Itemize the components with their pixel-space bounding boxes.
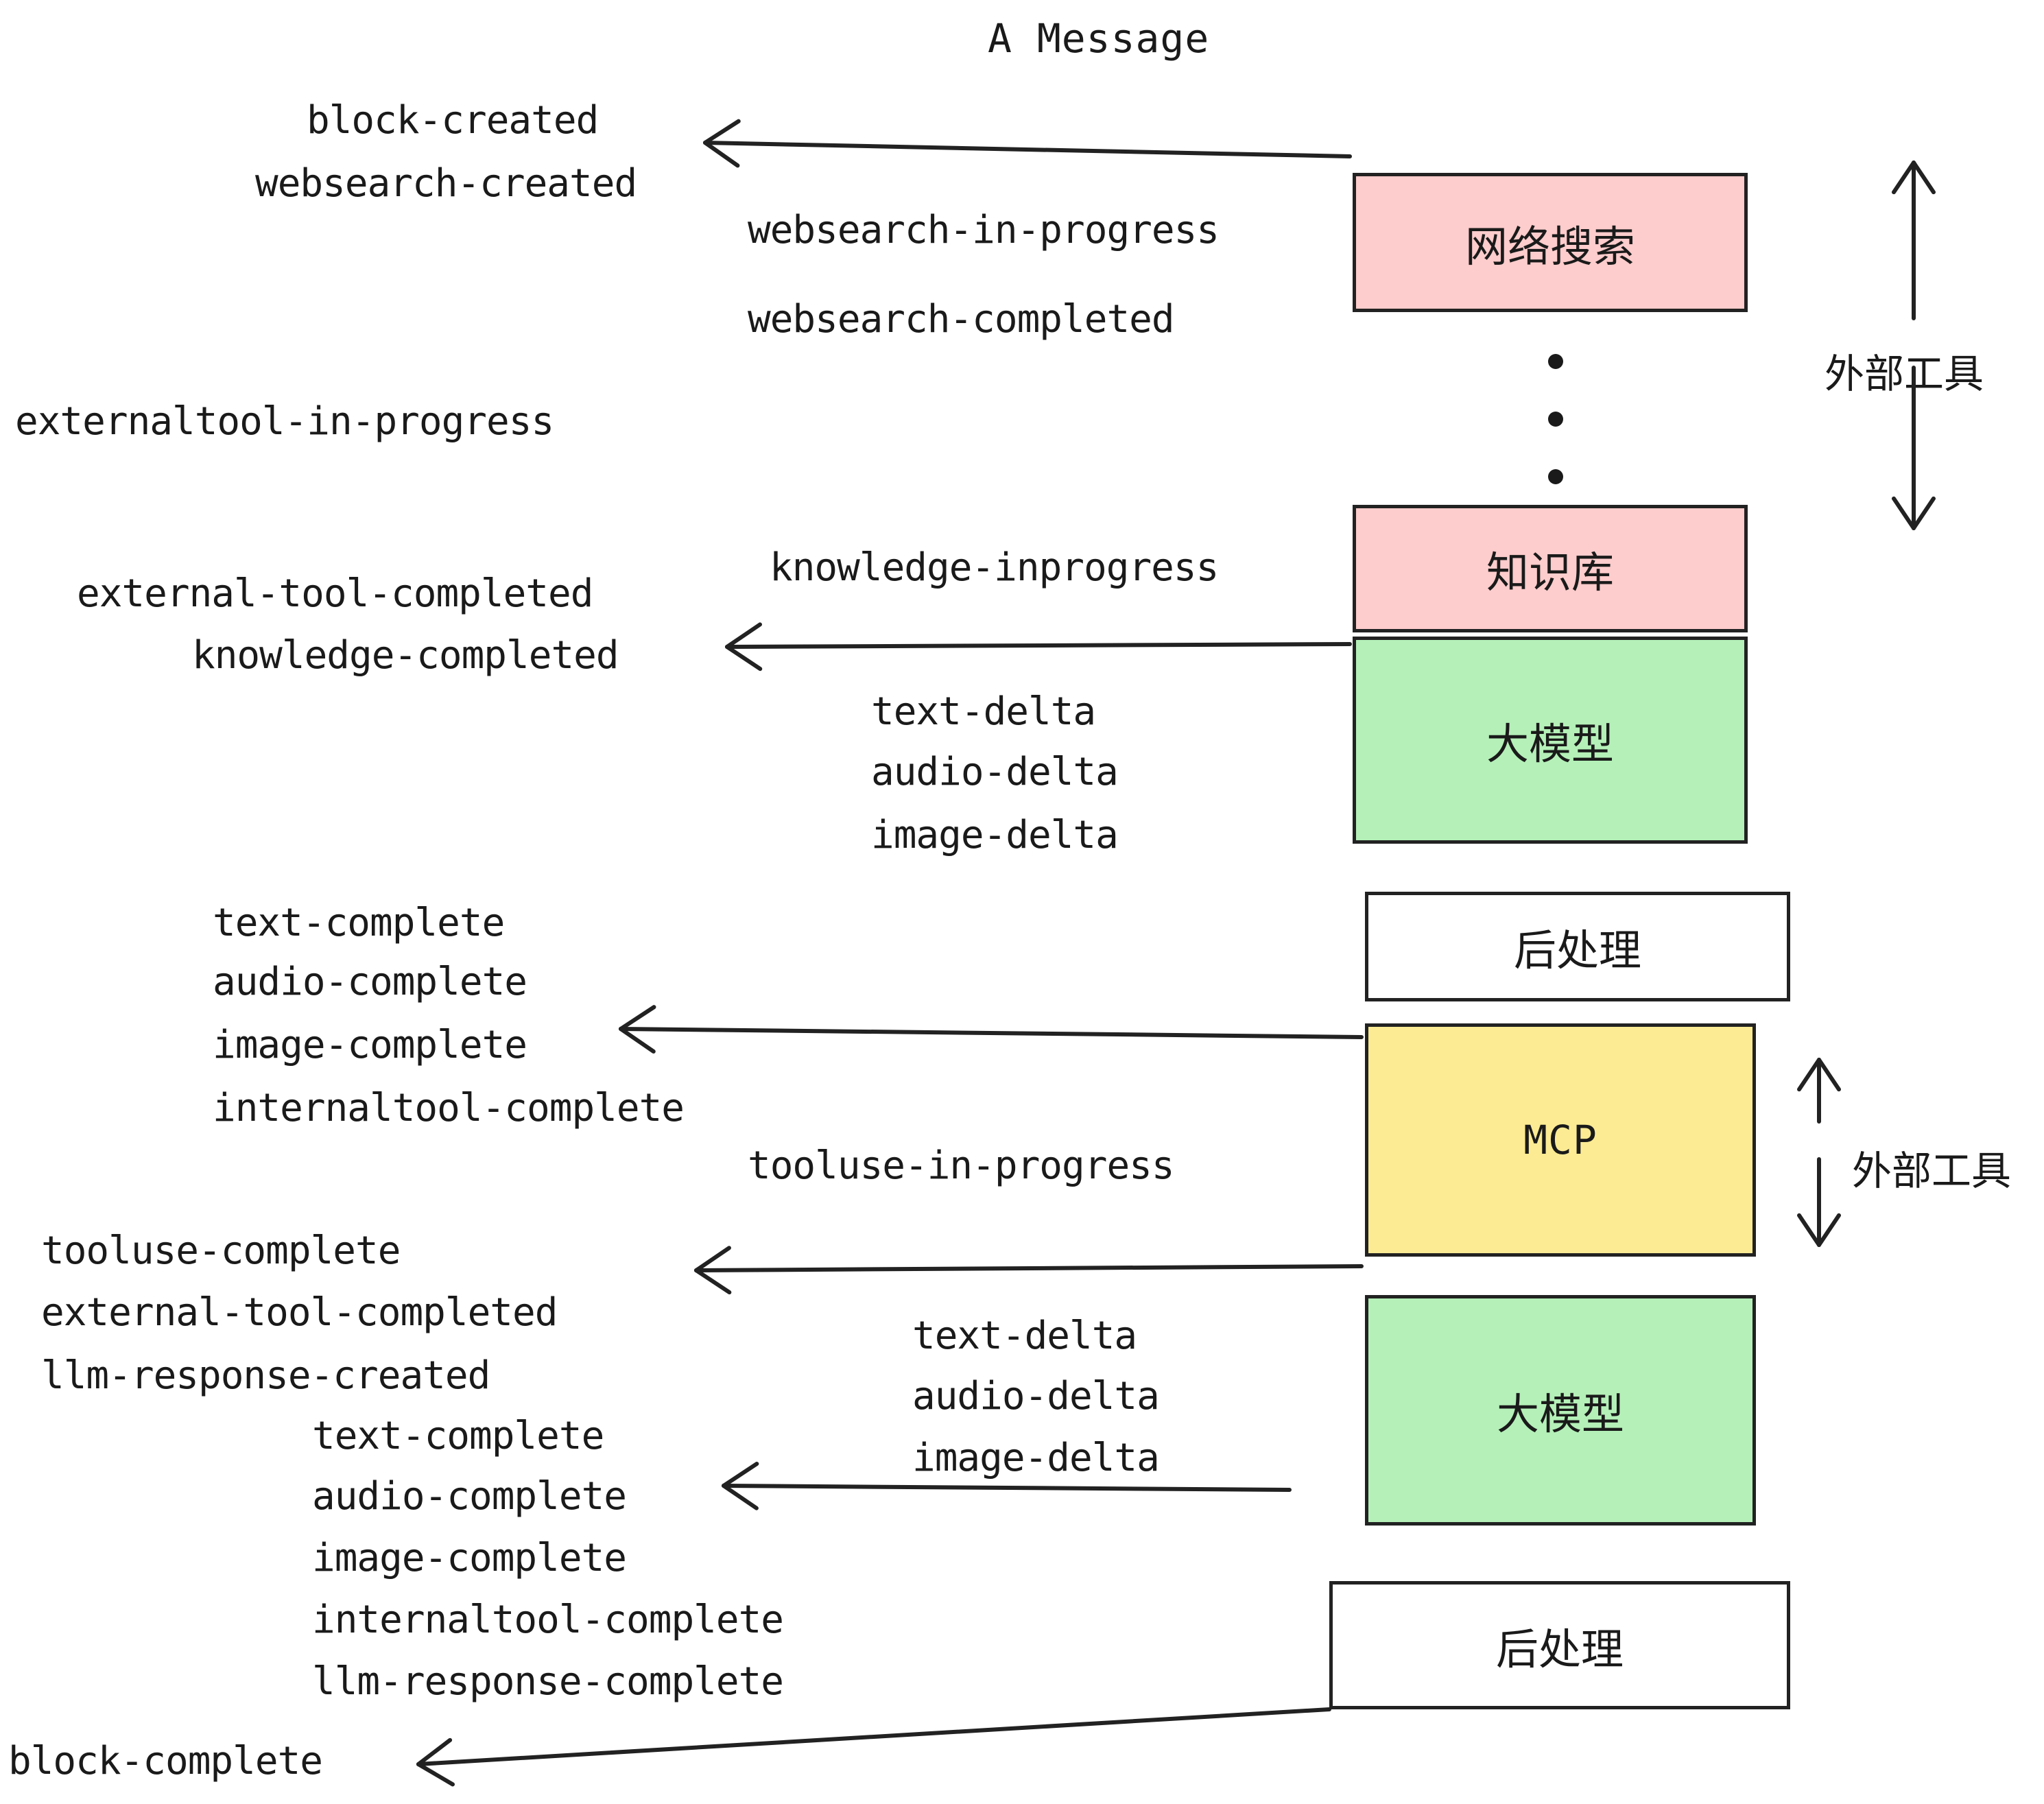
node-websearch: 网络搜索	[1353, 173, 1748, 312]
arrow-mcp-to-tooluse	[694, 1246, 1364, 1295]
event-label-block-complete: block-complete	[8, 1739, 323, 1783]
event-label-audio-delta-1: audio-delta	[871, 750, 1119, 794]
ellipsis-dot	[1548, 412, 1563, 427]
arrow-post2-to-block-complete	[416, 1707, 1331, 1787]
event-label-websearch-created: websearch-created	[255, 161, 637, 206]
event-label-tooluse-in-progress: tooluse-in-progress	[748, 1143, 1175, 1188]
event-label-audio-delta-2: audio-delta	[912, 1374, 1160, 1419]
node-mcp: MCP	[1365, 1023, 1756, 1257]
event-label-image-delta-2: image-delta	[912, 1436, 1160, 1480]
ellipsis-dot	[1548, 469, 1563, 484]
external-tools-down-arrow-bottom	[1797, 1157, 1841, 1247]
event-label-external-tool-completed-1: external-tool-completed	[77, 571, 593, 616]
external-tools-up-arrow-top	[1892, 161, 1936, 320]
event-label-websearch-completed: websearch-completed	[748, 297, 1175, 342]
external-tools-up-arrow-bottom	[1797, 1058, 1841, 1124]
arrow-knowledge-to-completed	[725, 622, 1352, 672]
event-label-block-created: block-created	[307, 98, 599, 143]
side-label-external-tools-top: 外部工具	[1825, 351, 1984, 397]
event-label-audio-complete-1: audio-complete	[213, 960, 527, 1004]
event-label-knowledge-completed: knowledge-completed	[192, 633, 619, 678]
event-label-text-complete-2: text-complete	[312, 1414, 604, 1458]
page-title: A Message	[988, 15, 1210, 62]
event-label-tooluse-complete: tooluse-complete	[41, 1229, 401, 1273]
side-label-external-tools-bottom: 外部工具	[1852, 1148, 2012, 1194]
event-label-audio-complete-2: audio-complete	[312, 1474, 627, 1519]
vertical-ellipsis-icon	[1548, 354, 1563, 484]
node-post-processing-1: 后处理	[1365, 892, 1790, 1001]
event-label-llm-response-complete: llm-response-complete	[312, 1659, 784, 1704]
arrow-post1-to-image-complete	[619, 1005, 1364, 1054]
event-label-websearch-in-progress: websearch-in-progress	[748, 208, 1220, 252]
node-llm-1: 大模型	[1353, 637, 1748, 844]
event-label-text-complete-1: text-complete	[213, 901, 505, 945]
node-post-processing-2: 后处理	[1329, 1581, 1790, 1709]
node-llm-2: 大模型	[1365, 1295, 1756, 1526]
event-label-internaltool-complete-2: internaltool-complete	[312, 1598, 784, 1642]
event-label-knowledge-inprogress: knowledge-inprogress	[770, 545, 1219, 590]
ellipsis-dot	[1548, 354, 1563, 369]
event-label-text-delta-2: text-delta	[912, 1314, 1137, 1358]
node-knowledge: 知识库	[1353, 505, 1748, 632]
event-label-image-complete-2: image-complete	[312, 1536, 627, 1580]
arrow-websearch-to-created	[703, 119, 1352, 168]
event-label-internaltool-complete-1: internaltool-complete	[213, 1086, 685, 1130]
event-label-externaltool-in-progress: externaltool-in-progress	[15, 399, 554, 444]
event-label-external-tool-completed-2: external-tool-completed	[41, 1290, 558, 1335]
event-label-llm-response-created: llm-response-created	[41, 1353, 490, 1398]
event-label-text-delta-1: text-delta	[871, 689, 1096, 734]
event-label-image-delta-1: image-delta	[871, 813, 1119, 857]
event-label-image-complete-1: image-complete	[213, 1023, 527, 1067]
